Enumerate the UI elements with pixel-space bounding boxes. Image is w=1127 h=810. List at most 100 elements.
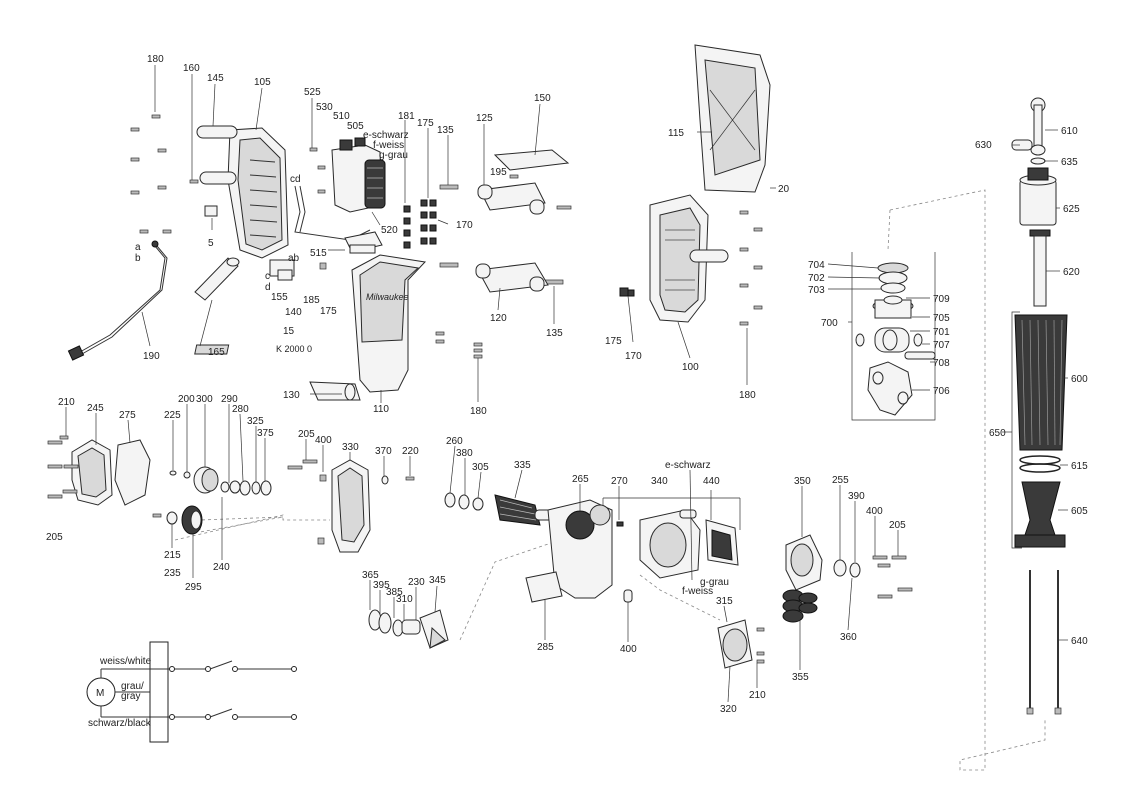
label-530: 530 <box>316 102 333 113</box>
label-245: 245 <box>87 403 104 414</box>
label-220: 220 <box>402 446 419 457</box>
label-305: 305 <box>472 462 489 473</box>
label-135: 135 <box>437 125 454 136</box>
label-440: 440 <box>703 476 720 487</box>
cable-clamp-140 <box>269 259 295 281</box>
switch-lever-515 <box>344 231 383 254</box>
label-150: 150 <box>534 93 551 104</box>
label-708: 708 <box>933 358 950 369</box>
label-630: 630 <box>975 140 992 151</box>
rating-plate-15 <box>194 344 230 355</box>
label-g-grau-b: g-grau <box>700 577 729 588</box>
label-350: 350 <box>794 476 811 487</box>
striker-620 <box>1029 229 1051 307</box>
label-f-weiss: f-weiss <box>373 140 404 151</box>
label-165: 165 <box>208 347 225 358</box>
label-175-c: 175 <box>605 336 622 347</box>
fan-440 <box>705 519 739 566</box>
label-360: 360 <box>840 632 857 643</box>
label-709: 709 <box>933 294 950 305</box>
switch-505 <box>331 137 386 213</box>
label-395: 395 <box>373 580 390 591</box>
label-145: 145 <box>207 73 224 84</box>
label-325: 325 <box>247 416 264 427</box>
label-300: 300 <box>196 394 213 405</box>
label-390: 390 <box>848 491 865 502</box>
handle-grip-165 <box>194 257 240 301</box>
label-340: 340 <box>651 476 668 487</box>
stator-340 <box>639 509 701 579</box>
leader-lines <box>65 65 1068 703</box>
end-plate-350 <box>785 534 823 591</box>
label-610: 610 <box>1061 126 1078 137</box>
assembly-700-box <box>848 252 936 421</box>
motor-symbol-text: M <box>96 688 104 699</box>
label-180-c: 180 <box>470 406 487 417</box>
label-370: 370 <box>375 446 392 457</box>
label-315: 315 <box>716 596 733 607</box>
bracket-130 <box>309 381 361 401</box>
label-703: 703 <box>808 285 825 296</box>
side-cover-115 <box>694 44 771 193</box>
label-240: 240 <box>213 562 230 573</box>
label-115: 115 <box>668 128 684 139</box>
label-600: 600 <box>1071 374 1088 385</box>
label-105: 105 <box>254 77 271 88</box>
gear-housing-100 <box>649 194 729 323</box>
label-210: 210 <box>58 397 75 408</box>
label-615: 615 <box>1071 461 1088 472</box>
label-130: 130 <box>283 390 300 401</box>
screws-right <box>619 210 763 326</box>
tie-rods-640 <box>1026 570 1062 715</box>
screws-left <box>130 114 199 234</box>
label-210-b: 210 <box>749 690 766 701</box>
ring-635 <box>1030 157 1046 165</box>
armature-335 <box>444 492 556 526</box>
label-701: 701 <box>933 327 950 338</box>
handle-arm-120 <box>475 262 549 293</box>
label-605: 605 <box>1071 506 1088 517</box>
wire-label-gray-1: grau/ <box>121 681 144 692</box>
screws-center <box>319 262 483 359</box>
label-255: 255 <box>832 475 849 486</box>
label-330: 330 <box>342 442 359 453</box>
label-385: 385 <box>386 587 403 598</box>
label-175: 175 <box>417 118 434 129</box>
label-380: 380 <box>456 448 473 459</box>
connecting-rod-610 <box>1030 97 1046 156</box>
cylinder-600 <box>1014 314 1068 451</box>
small-screws-middle <box>309 147 572 285</box>
label-355: 355 <box>792 672 809 683</box>
label-335: 335 <box>514 460 531 471</box>
label-310: 310 <box>396 594 413 605</box>
label-135-b: 135 <box>546 328 563 339</box>
o-rings-615 <box>1019 455 1061 473</box>
brush-holder-285 <box>525 521 633 603</box>
handle-tube-145 <box>196 125 238 185</box>
label-c: c <box>265 271 270 282</box>
label-185: 185 <box>303 295 320 306</box>
gasket-275 <box>114 439 151 506</box>
label-525: 525 <box>304 87 321 98</box>
label-205-b: 205 <box>889 520 906 531</box>
label-375: 375 <box>257 428 274 439</box>
label-280: 280 <box>232 404 249 415</box>
label-625: 625 <box>1063 204 1080 215</box>
label-170: 170 <box>456 220 473 231</box>
label-295: 295 <box>185 582 202 593</box>
label-365: 365 <box>362 570 379 581</box>
cover-150 <box>493 149 570 171</box>
label-235: 235 <box>164 568 181 579</box>
label-20: 20 <box>778 184 790 195</box>
label-195: 195 <box>490 167 507 178</box>
label-620: 620 <box>1063 267 1080 278</box>
label-505: 505 <box>347 121 364 132</box>
label-15: 15 <box>283 326 295 337</box>
label-ab: ab <box>288 253 300 264</box>
label-345: 345 <box>429 575 446 586</box>
label-215: 215 <box>164 550 181 561</box>
gearbox-cover-245 <box>71 439 113 506</box>
label-110: 110 <box>373 404 389 415</box>
label-180: 180 <box>147 54 164 65</box>
label-140: 140 <box>285 307 302 318</box>
